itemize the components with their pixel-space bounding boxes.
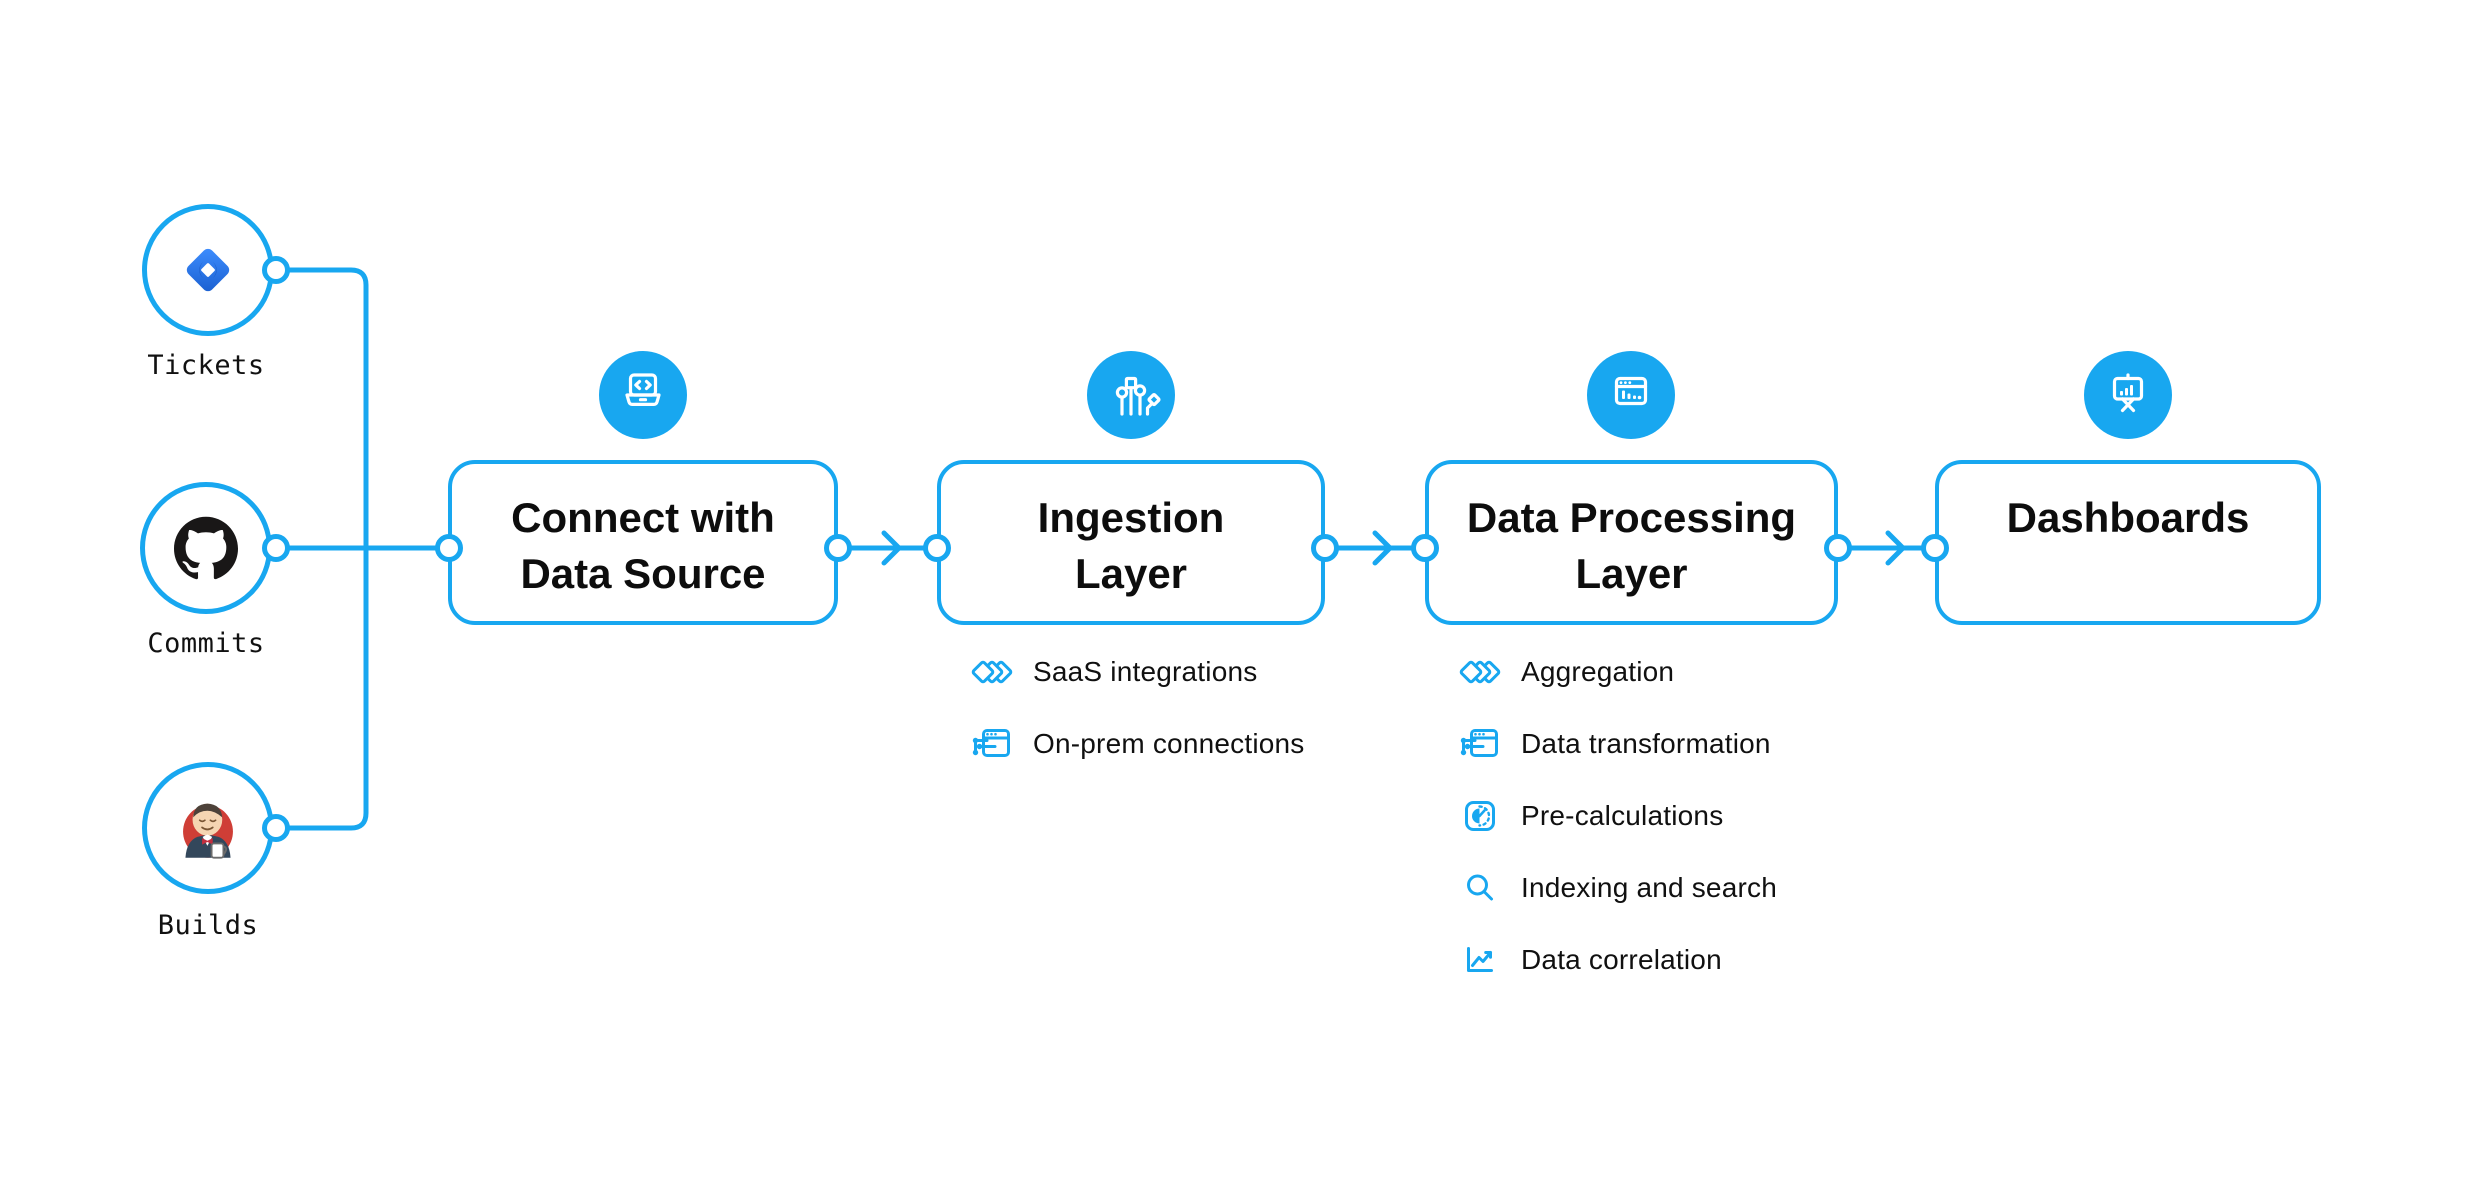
list-item: Indexing and search — [1456, 866, 1777, 910]
list-item: Aggregation — [1456, 650, 1777, 694]
window-sliders-icon — [1456, 725, 1504, 763]
jira-icon — [186, 248, 230, 292]
presentation-chart-icon — [2112, 373, 2144, 413]
feature-label: Indexing and search — [1521, 872, 1777, 903]
chart-line-icon — [1456, 941, 1504, 979]
stage-title: Connect with Data Source — [511, 494, 775, 597]
source-node-builds — [142, 762, 274, 894]
laptop-code-icon — [625, 373, 661, 406]
feature-label: SaaS integrations — [1033, 656, 1258, 687]
stage-box-processing: Data Processing Layer — [1425, 460, 1838, 625]
diamonds-icon — [1456, 653, 1504, 691]
window-chart-icon — [1614, 376, 1648, 406]
list-item: SaaS integrations — [968, 650, 1304, 694]
feature-label: On-prem connections — [1033, 728, 1305, 759]
feature-label: Data correlation — [1521, 944, 1722, 975]
stage-box-ingestion: Ingestion Layer — [937, 460, 1325, 625]
list-item: On-prem connections — [968, 722, 1304, 766]
stage-icon-dashboards — [2084, 351, 2172, 439]
source-label: Builds — [157, 910, 259, 941]
stage-box-dashboards: Dashboards — [1935, 460, 2321, 625]
gauge-icon — [1456, 797, 1504, 835]
stage-icon-ingestion — [1087, 351, 1175, 439]
stage-icon-processing — [1587, 351, 1675, 439]
list-item: Data transformation — [1456, 722, 1777, 766]
source-node-commits — [140, 482, 272, 614]
stage-title: Ingestion Layer — [1037, 494, 1225, 597]
stage-box-connect: Connect with Data Source — [448, 460, 838, 625]
list-item: Data correlation — [1456, 938, 1777, 982]
flow-arrow — [881, 530, 903, 566]
feature-label: Pre-calculations — [1521, 800, 1724, 831]
stage-icon-connect — [599, 351, 687, 439]
flow-arrow — [1885, 530, 1907, 566]
stage-title: Data Processing Layer — [1466, 494, 1797, 597]
processing-features-list: Aggregation Data transformation — [1456, 650, 1777, 982]
source-label: Tickets — [147, 350, 265, 381]
jenkins-icon — [183, 803, 233, 859]
feature-label: Data transformation — [1521, 728, 1771, 759]
stage-title: Dashboards — [2006, 494, 2250, 541]
source-label: Commits — [147, 628, 265, 659]
ingestion-features-list: SaaS integrations On-prem conne — [968, 650, 1304, 766]
diamonds-icon — [968, 653, 1016, 691]
feature-label: Aggregation — [1521, 656, 1675, 687]
source-node-tickets — [142, 204, 274, 336]
flow-arrow — [1372, 530, 1394, 566]
search-icon — [1456, 869, 1504, 907]
circuit-icon — [1115, 376, 1161, 416]
list-item: Pre-calculations — [1456, 794, 1777, 838]
github-icon — [174, 516, 238, 580]
window-sliders-icon — [968, 725, 1016, 763]
